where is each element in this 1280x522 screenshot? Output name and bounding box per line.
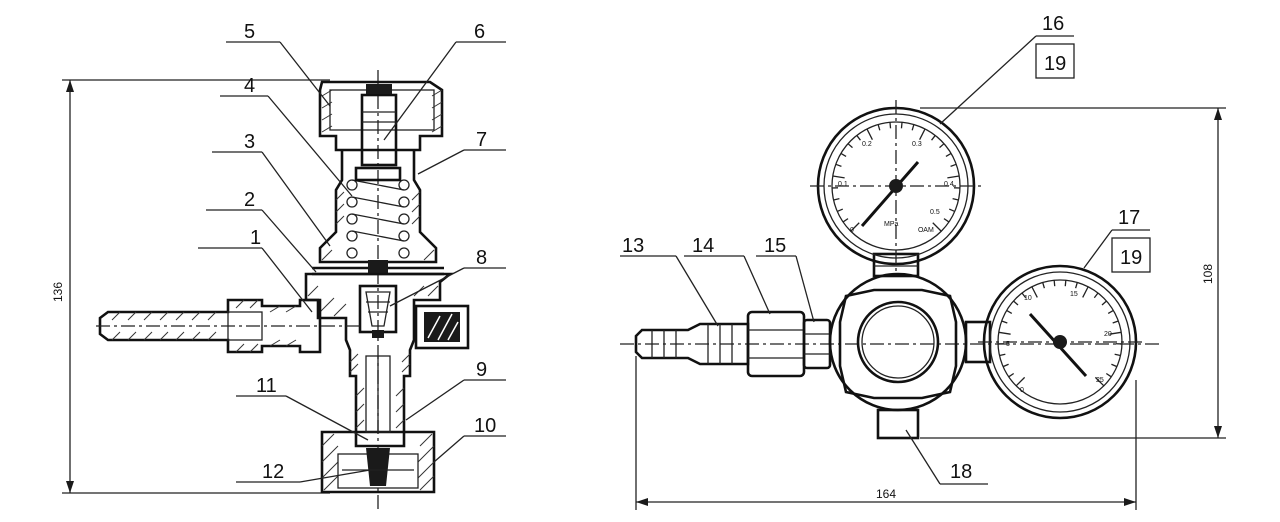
gauge-tick <box>1042 282 1046 289</box>
callout-6: 6 <box>474 21 485 43</box>
gauge-tick <box>1112 320 1119 324</box>
gauge-tick <box>850 222 860 232</box>
callout-10: 10 <box>474 415 496 437</box>
gauge-tick <box>943 218 950 223</box>
gauge-tick <box>1082 286 1089 298</box>
gauge-tick <box>1105 372 1112 378</box>
callout-16: 16 <box>1042 13 1064 35</box>
callout-15: 15 <box>764 235 786 257</box>
callout-8: 8 <box>476 247 487 269</box>
gauge-tick <box>837 208 844 213</box>
gauge-tick <box>998 331 1011 335</box>
callout-9: 9 <box>476 359 487 381</box>
upper-scale-5: 0.5 <box>930 209 940 216</box>
gauge-tick <box>1008 372 1015 378</box>
dim-overall-width: 164 <box>876 487 896 501</box>
gauge-tick <box>842 218 849 223</box>
gauge-tick <box>1013 300 1019 306</box>
dim-right-height: 108 <box>1201 264 1215 284</box>
gauge-tick <box>1093 292 1099 299</box>
callout-1: 1 <box>250 227 261 249</box>
gauge-tick <box>919 128 926 140</box>
gauge-tick <box>945 152 952 158</box>
gauge-tick <box>1094 376 1105 387</box>
gauge-tick <box>1114 353 1121 357</box>
gauge-tick <box>939 143 945 149</box>
gauge-tick <box>999 353 1006 357</box>
gauge-tick <box>948 208 955 213</box>
gauge-tick <box>1101 300 1107 306</box>
gauge-tick <box>1001 320 1008 324</box>
gauge-tick <box>1064 280 1067 287</box>
gauge-tick <box>1031 286 1038 298</box>
gauge-tick <box>847 143 853 149</box>
sectional-view: 1 3 6 <box>51 21 506 510</box>
upper-scale-0: 0 <box>850 227 854 234</box>
upper-scale-4: 0.4 <box>944 181 954 188</box>
gauge-tick <box>889 122 892 129</box>
callout-13: 13 <box>622 235 644 257</box>
upper-scale-1: 0.1 <box>838 181 848 188</box>
gauge-tick <box>1015 376 1026 387</box>
callout-18: 18 <box>950 461 972 483</box>
gauge-tick <box>833 198 840 201</box>
gauge-tick <box>911 124 915 131</box>
gauge-tick <box>866 128 873 140</box>
callout-19-upper: 19 <box>1044 53 1066 75</box>
callout-3: 3 <box>244 131 255 153</box>
callout-12: 12 <box>262 461 284 483</box>
callout-19-lower: 19 <box>1120 247 1142 269</box>
gauge-tick <box>900 122 903 129</box>
right-scale-3: 15 <box>1070 291 1078 298</box>
gauge-tick <box>1021 292 1027 299</box>
upper-gauge-mark: ОАМ <box>918 227 934 234</box>
callout-11: 11 <box>256 375 277 397</box>
gauge-tick <box>856 135 861 141</box>
gauge-tick <box>950 163 957 167</box>
upper-gauge-unit: MPa <box>884 221 899 228</box>
gauge-tick <box>840 152 847 158</box>
gauge-tick <box>932 222 942 232</box>
right-scale-2: 10 <box>1024 295 1032 302</box>
callout-14: 14 <box>692 235 714 257</box>
callout-5: 5 <box>244 21 255 43</box>
gauge-tick <box>1074 282 1078 289</box>
exterior-view: MPa ОАМ 0 0.1 0.2 0.3 0.4 0.5 0 5 10 15 … <box>620 13 1226 510</box>
dim-left-height: 136 <box>51 282 65 302</box>
right-scale-0: 0 <box>1020 387 1024 394</box>
gauge-tick <box>1111 363 1118 368</box>
gauge-tick <box>1006 309 1013 315</box>
gauge-tick <box>947 175 960 179</box>
gauge-tick <box>1053 280 1056 287</box>
gauge-tick <box>1107 309 1114 315</box>
gauge-tick <box>832 175 845 179</box>
callout-2: 2 <box>244 189 255 211</box>
upper-scale-3: 0.3 <box>912 141 922 148</box>
right-scale-4: 20 <box>1104 331 1112 338</box>
right-scale-1: 5 <box>1006 341 1010 348</box>
upper-scale-2: 0.2 <box>862 141 872 148</box>
right-scale-5: 25 <box>1096 377 1104 384</box>
callout-17: 17 <box>1118 207 1140 229</box>
callout-4: 4 <box>244 75 255 97</box>
gauge-tick <box>877 124 881 131</box>
gauge-tick <box>1002 363 1009 368</box>
gauge-tick <box>931 135 936 141</box>
gauge-tick <box>835 163 842 167</box>
callout-7: 7 <box>476 129 487 151</box>
gauge-tick <box>952 198 959 201</box>
gauge-tick <box>1109 331 1122 335</box>
